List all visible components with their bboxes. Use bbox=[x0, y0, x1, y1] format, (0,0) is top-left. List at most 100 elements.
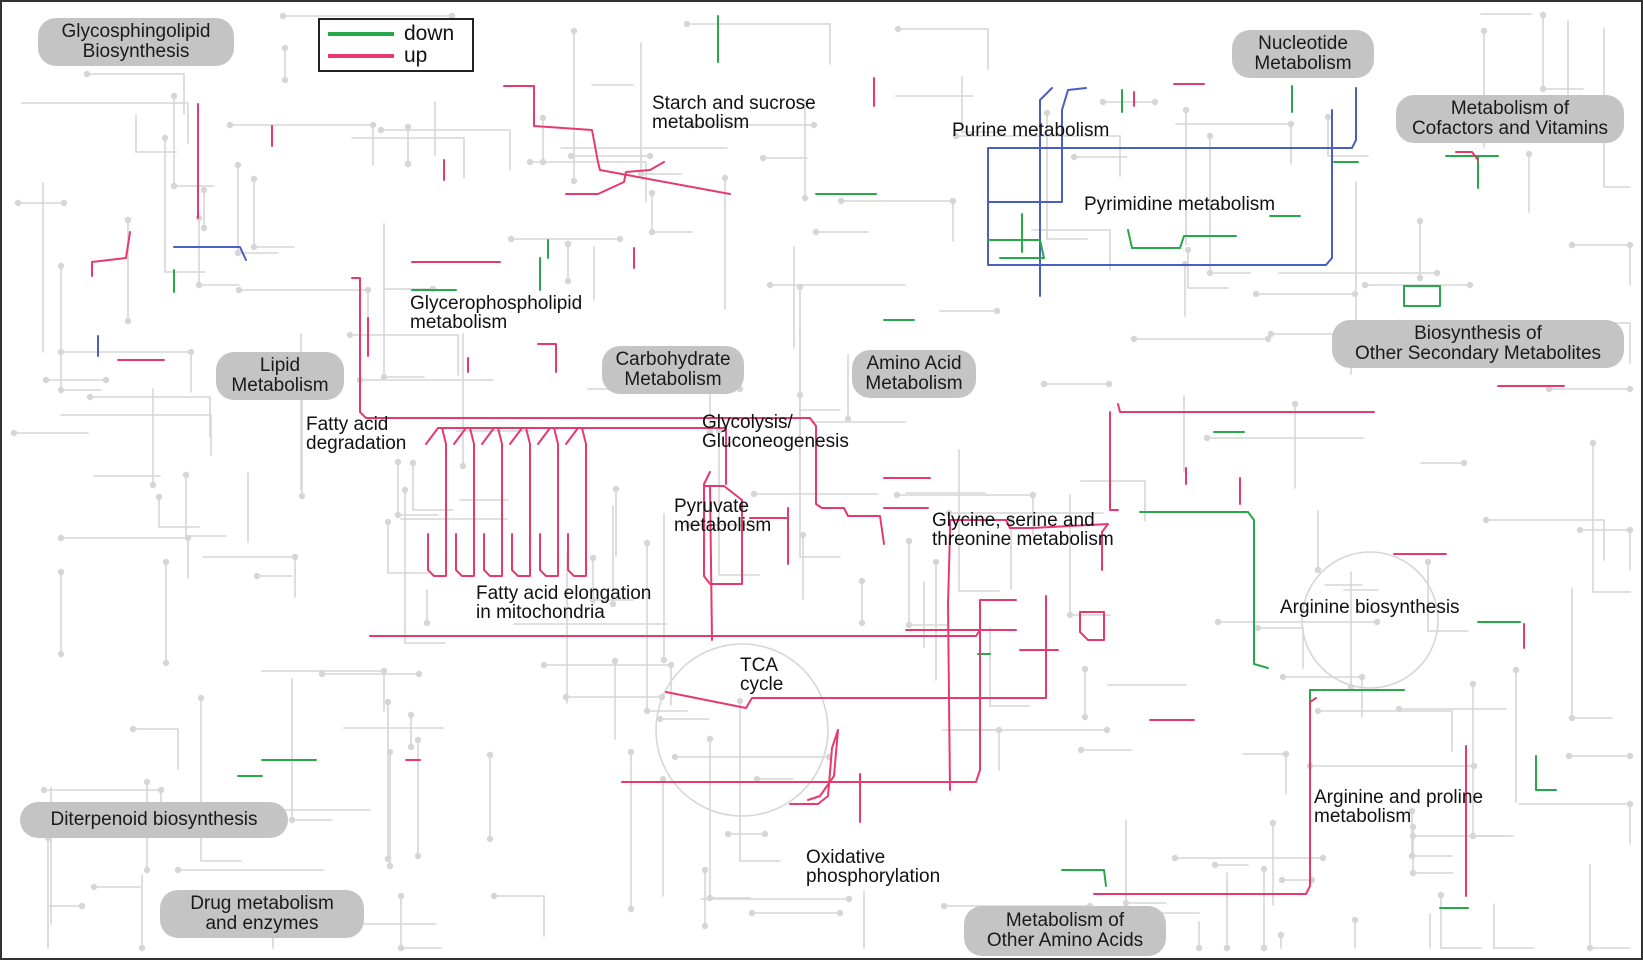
background-path bbox=[60, 414, 212, 456]
metabolite-node bbox=[60, 199, 68, 207]
metabolite-node bbox=[701, 866, 709, 874]
legend-down: down bbox=[328, 22, 455, 45]
metabolite-node bbox=[200, 224, 208, 232]
red-path bbox=[665, 595, 1047, 709]
background-path bbox=[529, 161, 647, 203]
label-arginine-biosynthesis: Arginine biosynthesis bbox=[1280, 597, 1460, 618]
background-path bbox=[1080, 480, 1146, 522]
metabolite-node bbox=[836, 909, 844, 917]
metabolite-node bbox=[1589, 439, 1597, 447]
metabolite-node bbox=[801, 194, 809, 202]
metabolite-node bbox=[380, 667, 388, 675]
metabolite-node bbox=[660, 656, 668, 664]
metabolite-node bbox=[761, 830, 769, 838]
metabolite-node bbox=[1223, 944, 1231, 952]
metabolite-node bbox=[187, 348, 195, 356]
metabolite-node bbox=[1287, 120, 1295, 128]
metabolite-node bbox=[796, 283, 804, 291]
background-path bbox=[21, 102, 189, 144]
metabolite-node bbox=[562, 693, 570, 701]
pill-secondary: Biosynthesis of Other Secondary Metaboli… bbox=[1332, 320, 1624, 368]
green-path bbox=[1139, 511, 1269, 669]
legend-up-label: up bbox=[404, 44, 428, 67]
background-path bbox=[799, 286, 841, 411]
metabolite-node bbox=[384, 518, 392, 526]
metabolite-node bbox=[394, 458, 402, 466]
metabolite-node bbox=[1278, 876, 1286, 884]
metabolite-node bbox=[281, 44, 289, 52]
metabolite-node bbox=[1351, 916, 1359, 924]
metabolite-node bbox=[57, 386, 65, 394]
metabolite-node bbox=[1070, 153, 1078, 161]
blue-path bbox=[987, 87, 1087, 203]
metabolite-node bbox=[759, 154, 767, 162]
metabolite-node bbox=[174, 866, 182, 874]
metabolite-node bbox=[404, 160, 412, 168]
metabolite-node bbox=[1029, 491, 1037, 499]
metabolite-node bbox=[1195, 944, 1203, 952]
pill-other-amino: Metabolism of Other Amino Acids bbox=[964, 906, 1166, 956]
metabolite-node bbox=[170, 182, 178, 190]
metabolite-node bbox=[401, 486, 409, 494]
metabolite-node bbox=[570, 27, 578, 35]
metabolite-node bbox=[1480, 27, 1488, 35]
metabolite-node bbox=[1122, 899, 1130, 907]
metabolite-node bbox=[291, 553, 299, 561]
metabolite-node bbox=[1277, 931, 1285, 939]
background-path bbox=[739, 700, 781, 862]
metabolite-node bbox=[616, 235, 624, 243]
label-fatty-acid-degradation: Fatty acid degradation bbox=[306, 414, 407, 454]
metabolite-node bbox=[129, 725, 137, 733]
label-pyrimidine: Pyrimidine metabolism bbox=[1084, 194, 1276, 215]
metabolite-node bbox=[235, 286, 243, 294]
metabolite-node bbox=[1408, 807, 1416, 815]
background-path bbox=[955, 135, 1121, 177]
metabolite-node bbox=[42, 376, 50, 384]
down-regulated-pathways bbox=[173, 15, 1557, 909]
metabolite-node bbox=[86, 393, 94, 401]
metabolite-node bbox=[1040, 380, 1048, 388]
metabolite-node bbox=[1437, 891, 1445, 899]
metabolite-node bbox=[526, 158, 534, 166]
metabolite-node bbox=[407, 743, 415, 751]
background-path bbox=[1187, 249, 1229, 289]
metabolite-node bbox=[346, 331, 354, 339]
label-glycolysis: Glycolysis/ Gluconeogenesis bbox=[702, 412, 849, 452]
metabolite-node bbox=[812, 228, 820, 236]
metabolite-node bbox=[1105, 380, 1113, 388]
pill-carbohydrate: Carbohydrate Metabolism bbox=[602, 346, 744, 394]
metabolite-node bbox=[40, 786, 48, 794]
metabolite-node bbox=[1576, 526, 1584, 534]
metabolite-node bbox=[1260, 944, 1268, 952]
label-fatty-acid-elongation: Fatty acid elongation in mitochondria bbox=[476, 583, 652, 623]
metabolite-node bbox=[706, 735, 714, 743]
metabolite-node bbox=[1081, 665, 1089, 673]
background-path bbox=[349, 334, 459, 376]
metabolite-node bbox=[609, 600, 617, 608]
metabolite-node bbox=[1416, 217, 1424, 225]
metabolite-node bbox=[1267, 330, 1275, 338]
legend-down-label: down bbox=[404, 22, 455, 45]
background-path bbox=[958, 449, 1000, 592]
metabolite-node bbox=[736, 697, 744, 705]
metabolite-node bbox=[1568, 714, 1576, 722]
red-path bbox=[1079, 611, 1105, 641]
metabolite-node bbox=[1626, 241, 1634, 249]
red-path bbox=[1455, 151, 1479, 161]
background-path bbox=[200, 697, 242, 862]
metabolite-node bbox=[1314, 566, 1322, 574]
metabolite-node bbox=[195, 281, 203, 289]
label-glycerophospholipid: Glycerophospholipid metabolism bbox=[410, 293, 583, 333]
background-path bbox=[1046, 112, 1088, 240]
metabolite-node bbox=[1099, 98, 1107, 106]
metabolite-node bbox=[648, 189, 656, 197]
background-path bbox=[132, 728, 179, 770]
metabolite-node bbox=[486, 751, 494, 759]
metabolite-node bbox=[715, 427, 723, 435]
metabolite-node bbox=[905, 537, 913, 545]
metabolite-node bbox=[1269, 819, 1277, 827]
background-path bbox=[718, 430, 760, 576]
blue-path bbox=[173, 246, 247, 261]
metabolite-node bbox=[1214, 618, 1222, 626]
